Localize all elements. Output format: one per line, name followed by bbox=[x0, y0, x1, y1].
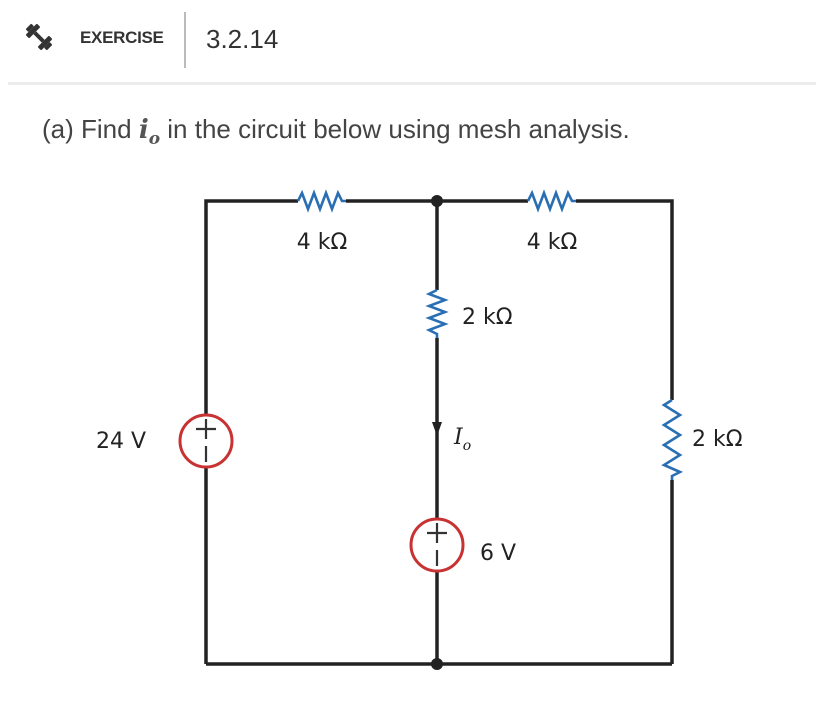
voltage-source-middle bbox=[409, 517, 465, 573]
header-divider bbox=[184, 12, 186, 68]
node-bottom bbox=[431, 658, 443, 670]
exercise-header: EXERCISE 3.2.14 bbox=[0, 0, 816, 82]
resistor-top-left bbox=[296, 189, 346, 213]
wire-top-right bbox=[576, 199, 674, 400]
current-arrow bbox=[432, 422, 442, 436]
resistor-top-right bbox=[526, 189, 576, 213]
question-suffix: in the circuit below using mesh analysis… bbox=[160, 114, 630, 144]
wire-top-left bbox=[204, 199, 298, 415]
label-r-right: 2 kΩ bbox=[692, 427, 743, 452]
node-top bbox=[431, 195, 443, 207]
label-r-top-right: 4 kΩ bbox=[527, 230, 578, 255]
label-r-top-left: 4 kΩ bbox=[297, 230, 348, 255]
resistor-middle bbox=[425, 288, 449, 338]
dumbbell-icon bbox=[25, 23, 53, 51]
voltage-source-left bbox=[178, 413, 234, 469]
circuit-wires bbox=[204, 199, 674, 666]
resistor-right bbox=[661, 398, 684, 480]
question-text: (a) Find io in the circuit below using m… bbox=[42, 114, 630, 149]
header-rule bbox=[8, 82, 816, 85]
exercise-number: 3.2.14 bbox=[206, 24, 279, 54]
label-r-middle: 2 kΩ bbox=[462, 305, 513, 330]
label-source-middle: 6 V bbox=[480, 541, 516, 566]
exercise-label: EXERCISE bbox=[80, 28, 164, 47]
question-prefix: (a) Find bbox=[42, 114, 139, 144]
label-source-left: 24 V bbox=[96, 429, 146, 454]
label-current: Io bbox=[453, 425, 471, 454]
question-variable: io bbox=[138, 115, 161, 149]
